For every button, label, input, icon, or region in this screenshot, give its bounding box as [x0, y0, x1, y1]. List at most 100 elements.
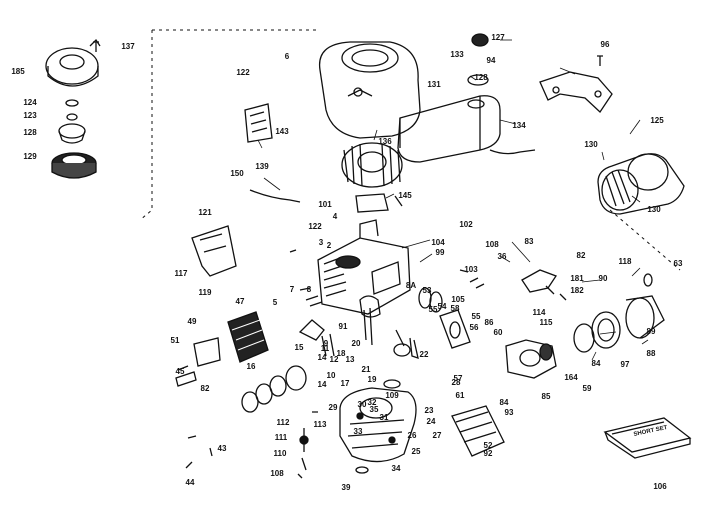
small-nut	[65, 99, 79, 121]
part-number-label: 139	[255, 162, 269, 171]
part-number-label: 10	[326, 371, 336, 380]
part-number-label: 130	[647, 205, 661, 214]
carburetor	[505, 339, 557, 379]
part-number-label: 92	[483, 449, 493, 458]
part-number-label: 125	[650, 116, 664, 125]
air-filter-cartridge	[451, 405, 505, 457]
part-number-label: 136	[378, 137, 392, 146]
part-number-label: 20	[351, 339, 361, 348]
part-number-label: 52	[483, 441, 493, 450]
part-number-label: 45	[175, 367, 185, 376]
part-number-label: 25	[411, 447, 421, 456]
choke-lever	[521, 269, 557, 293]
part-number-label: 43	[217, 444, 227, 453]
part-number-label: 84	[499, 398, 509, 407]
part-number-label: 145	[398, 191, 412, 200]
part-number-label: 22	[419, 350, 429, 359]
part-number-label: 14	[317, 353, 327, 362]
crankcase-sump	[339, 387, 417, 463]
part-number-label: 150	[230, 169, 244, 178]
part-number-label: 19	[367, 375, 377, 384]
dashed-boundary	[609, 209, 681, 271]
dashed-boundary	[139, 30, 153, 221]
part-number-label: 15	[294, 343, 304, 352]
part-number-label: 26	[407, 431, 417, 440]
control-bracket	[191, 225, 237, 277]
part-number-label: 13	[345, 355, 355, 364]
part-number-label: 182	[570, 286, 584, 295]
mounting-bracket	[193, 337, 221, 367]
part-number-label: 6	[284, 52, 290, 61]
part-number-label: 16	[246, 362, 256, 371]
side-cover	[439, 309, 471, 349]
part-number-label: 8A	[405, 281, 417, 290]
part-number-label: 63	[673, 259, 683, 268]
part-number-label: 112	[276, 418, 290, 427]
part-number-label: 56	[469, 323, 479, 332]
part-number-label: 12	[329, 355, 339, 364]
part-number-label: 121	[198, 208, 212, 217]
valve-spring-set	[298, 295, 335, 357]
connecting-rod	[393, 329, 419, 359]
part-number-label: 115	[539, 318, 553, 327]
part-number-label: 34	[391, 464, 401, 473]
part-number-label: 82	[576, 251, 586, 260]
part-number-label: 3	[318, 238, 324, 247]
part-number-label: 86	[484, 318, 494, 327]
part-number-label: 59	[582, 384, 592, 393]
part-number-label: 51	[170, 336, 180, 345]
part-number-label: 143	[275, 127, 289, 136]
part-number-label: 117	[174, 269, 188, 278]
part-number-label: 119	[198, 288, 212, 297]
fuel-tank	[397, 95, 501, 163]
part-number-label: 164	[564, 373, 578, 382]
muffler-guard	[539, 71, 613, 113]
part-number-label: 11	[320, 344, 330, 353]
part-number-label: 111	[274, 433, 288, 442]
part-number-label: 123	[23, 111, 37, 120]
part-number-label: 32	[367, 398, 377, 407]
part-number-label: 90	[598, 274, 608, 283]
cylinder-block	[317, 219, 411, 315]
seal-ring	[467, 74, 489, 86]
part-number-label: 49	[187, 317, 197, 326]
part-number-label: 54	[437, 302, 447, 311]
part-number-label: 23	[424, 406, 434, 415]
part-number-label: 108	[270, 469, 284, 478]
part-number-label: 84	[591, 359, 601, 368]
part-number-label: 27	[432, 431, 442, 440]
part-number-label: 97	[620, 360, 630, 369]
part-number-label: 129	[23, 152, 37, 161]
part-number-label: 93	[504, 408, 514, 417]
air-cleaner-cover	[45, 38, 101, 87]
starter-pulley	[227, 311, 269, 363]
part-number-label: 137	[121, 42, 135, 51]
part-number-label: 128	[23, 128, 37, 137]
wire-lead	[394, 195, 403, 207]
part-number-label: 17	[340, 379, 350, 388]
part-number-label: 113	[313, 420, 327, 429]
air-filter-ring	[58, 123, 86, 144]
part-number-label: 5	[272, 298, 278, 307]
part-number-label: 55	[471, 312, 481, 321]
part-number-label: 58	[450, 304, 460, 313]
flywheel	[341, 142, 403, 188]
muffler	[597, 153, 685, 215]
part-number-label: 4	[332, 212, 338, 221]
gasket-rings	[643, 273, 653, 287]
part-number-label: 122	[308, 222, 322, 231]
manual-cover-text: SHORT SET	[633, 425, 668, 438]
part-number-label: 102	[459, 220, 473, 229]
part-number-label: 88	[646, 349, 656, 358]
ignition-coil	[355, 193, 389, 213]
part-number-label: 103	[464, 265, 478, 274]
part-number-label: 134	[512, 121, 526, 130]
part-number-label: 82	[200, 384, 210, 393]
piston-rings	[418, 287, 443, 313]
spark-plug	[175, 371, 197, 387]
part-number-label: 21	[361, 365, 371, 374]
part-number-label: 127	[491, 33, 505, 42]
part-number-label: 105	[451, 295, 465, 304]
gasket-plate	[244, 103, 273, 143]
